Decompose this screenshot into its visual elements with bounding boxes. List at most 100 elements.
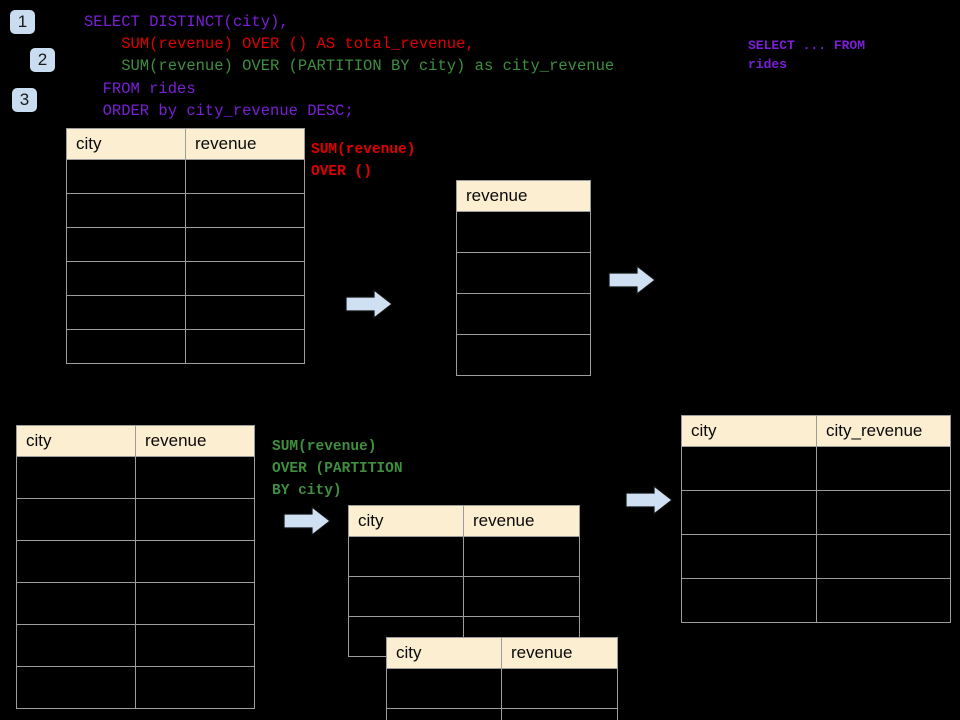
table-cell — [185, 329, 305, 364]
table-row — [16, 582, 255, 625]
table-row — [456, 334, 591, 376]
column-header-city: city — [66, 128, 186, 160]
table-row — [386, 708, 618, 720]
table-cell — [456, 334, 591, 376]
sql-line-select-distinct: SELECT DISTINCT(city), — [84, 13, 289, 31]
table-header-row: city city_revenue — [681, 415, 951, 447]
table-header-row: city revenue — [66, 128, 305, 160]
table-cell — [386, 668, 502, 709]
table-cell — [135, 498, 255, 541]
table-row — [16, 540, 255, 583]
table-body — [681, 446, 951, 623]
column-header-city: city — [386, 637, 502, 669]
sql-line-order-by: ORDER by city_revenue DESC; — [84, 102, 354, 120]
partition-group-table-back: city revenue — [348, 505, 580, 657]
table-cell — [681, 490, 817, 535]
table-cell — [681, 578, 817, 623]
table-cell — [816, 578, 951, 623]
table-cell — [348, 536, 464, 577]
table-row — [456, 211, 591, 253]
table-cell — [501, 708, 618, 720]
table-cell — [16, 666, 136, 709]
table-body — [456, 211, 591, 376]
rides-source-table-2: city revenue — [16, 425, 255, 709]
total-revenue-table: revenue — [456, 180, 591, 376]
table-row — [456, 252, 591, 294]
table-row — [66, 227, 305, 262]
table-row — [66, 159, 305, 194]
table-cell — [16, 456, 136, 499]
table-cell — [185, 295, 305, 330]
table-cell — [456, 211, 591, 253]
table-row — [16, 456, 255, 499]
step-badge-2: 2 — [30, 48, 55, 72]
table-header-row: revenue — [456, 180, 591, 212]
column-header-revenue: revenue — [185, 128, 305, 160]
table-row — [66, 329, 305, 364]
table-cell — [135, 540, 255, 583]
column-header-city: city — [16, 425, 136, 457]
table-cell — [66, 261, 186, 296]
table-cell — [185, 261, 305, 296]
table-row — [348, 576, 580, 617]
arrow-bottom-left — [283, 505, 331, 542]
note-select-from-rides: SELECT ... FROM rides — [748, 38, 866, 72]
table-row — [16, 624, 255, 667]
table-cell — [16, 540, 136, 583]
table-row — [386, 668, 618, 709]
table-cell — [66, 295, 186, 330]
table-cell — [66, 193, 186, 228]
table-row — [66, 295, 305, 330]
column-header-revenue: revenue — [501, 637, 618, 669]
table-cell — [16, 498, 136, 541]
table-body — [348, 536, 580, 657]
table-header-row: city revenue — [348, 505, 580, 537]
table-cell — [816, 446, 951, 491]
column-header-revenue: revenue — [456, 180, 591, 212]
arrow-top-right — [608, 264, 656, 301]
rides-source-table: city revenue — [66, 128, 305, 364]
column-header-city-revenue: city_revenue — [816, 415, 951, 447]
table-cell — [816, 490, 951, 535]
table-cell — [66, 227, 186, 262]
table-cell — [681, 446, 817, 491]
column-header-revenue: revenue — [135, 425, 255, 457]
table-cell — [135, 624, 255, 667]
table-row — [66, 193, 305, 228]
column-header-city: city — [681, 415, 817, 447]
table-row — [16, 666, 255, 709]
note-sum-over-empty: SUM(revenue) OVER () — [311, 142, 416, 180]
table-cell — [66, 329, 186, 364]
table-row — [456, 293, 591, 335]
table-cell — [66, 159, 186, 194]
table-row — [681, 578, 951, 623]
note-sum-over-partition: SUM(revenue) OVER (PARTITION BY city) — [272, 439, 403, 499]
table-cell — [16, 582, 136, 625]
table-cell — [463, 576, 580, 617]
table-header-row: city revenue — [386, 637, 618, 669]
table-row — [66, 261, 305, 296]
table-cell — [185, 159, 305, 194]
arrow-bottom-right — [625, 484, 673, 521]
table-cell — [456, 293, 591, 335]
table-cell — [185, 227, 305, 262]
table-row — [348, 536, 580, 577]
table-cell — [135, 456, 255, 499]
table-cell — [135, 582, 255, 625]
table-cell — [681, 534, 817, 579]
table-row — [681, 446, 951, 491]
sql-line-sum-over-partition: SUM(revenue) OVER (PARTITION BY city) as… — [84, 57, 615, 75]
sql-line-from-rides: FROM rides — [84, 80, 196, 98]
step-badge-1: 1 — [10, 10, 35, 34]
column-header-revenue: revenue — [463, 505, 580, 537]
table-cell — [386, 708, 502, 720]
table-cell — [501, 668, 618, 709]
step-badge-3: 3 — [12, 88, 37, 112]
table-cell — [456, 252, 591, 294]
table-body — [66, 159, 305, 364]
table-row — [681, 534, 951, 579]
column-header-city: city — [348, 505, 464, 537]
table-cell — [463, 536, 580, 577]
table-body — [386, 668, 618, 720]
